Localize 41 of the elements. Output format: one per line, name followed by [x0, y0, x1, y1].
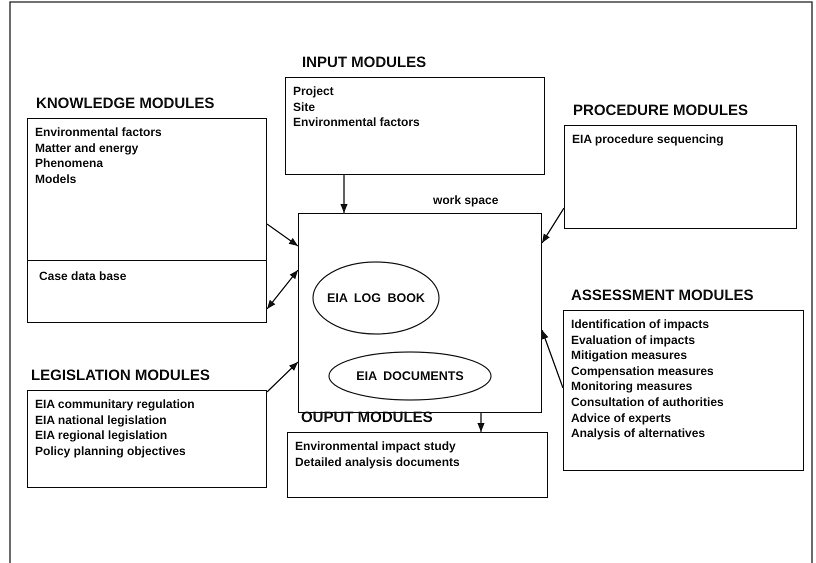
arrow — [266, 362, 298, 392]
list-item: Detailed analysis documents — [295, 454, 461, 470]
list-item: EIA national legislation — [35, 412, 168, 428]
list-item: Identification of impacts — [571, 317, 710, 333]
module-heading: work space — [433, 193, 498, 207]
arrow — [541, 208, 565, 244]
list-item: Models — [35, 172, 78, 188]
list-item: Site — [293, 100, 316, 116]
list-item: Project — [293, 84, 335, 100]
list-item: Phenomena — [35, 156, 104, 172]
list-item: Evaluation of impacts — [571, 332, 696, 348]
module-heading: KNOWLEDGE MODULES — [36, 95, 214, 112]
ellipse-label: EIA DOCUMENTS — [356, 369, 464, 383]
arrow — [477, 413, 485, 432]
list-item: Environmental factors — [35, 125, 163, 141]
list-item: Environmental impact study — [295, 439, 457, 455]
list-item: EIA procedure sequencing — [572, 132, 725, 148]
list-item: EIA regional legislation — [35, 428, 168, 444]
module-heading: OUPUT MODULES — [301, 409, 433, 426]
list-item: Matter and energy — [35, 140, 140, 156]
list-item: Case data base — [39, 269, 128, 285]
list-item: Advice of experts — [571, 410, 672, 426]
arrow — [266, 270, 298, 310]
list-item: Analysis of alternatives — [571, 426, 706, 442]
module-heading: ASSESSMENT MODULES — [571, 287, 754, 304]
documents-ellipse — [329, 352, 491, 400]
module-heading: LEGISLATION MODULES — [31, 367, 210, 384]
list-item: Policy planning objectives — [35, 444, 187, 460]
log-book-ellipse — [313, 262, 439, 334]
arrow — [340, 175, 348, 213]
list-item: EIA communitary regulation — [35, 397, 196, 413]
module-heading: INPUT MODULES — [302, 54, 426, 71]
module-heading: PROCEDURE MODULES — [573, 102, 748, 119]
list-item: Monitoring measures — [571, 379, 694, 395]
ellipse-label: EIA LOG BOOK — [327, 291, 425, 305]
arrow — [266, 223, 298, 247]
list-item: Compensation measures — [571, 364, 715, 380]
list-item: Mitigation measures — [571, 348, 688, 364]
list-item: Consultation of authorities — [571, 394, 725, 411]
arrow — [541, 330, 564, 388]
list-item: Environmental factors — [293, 115, 421, 131]
